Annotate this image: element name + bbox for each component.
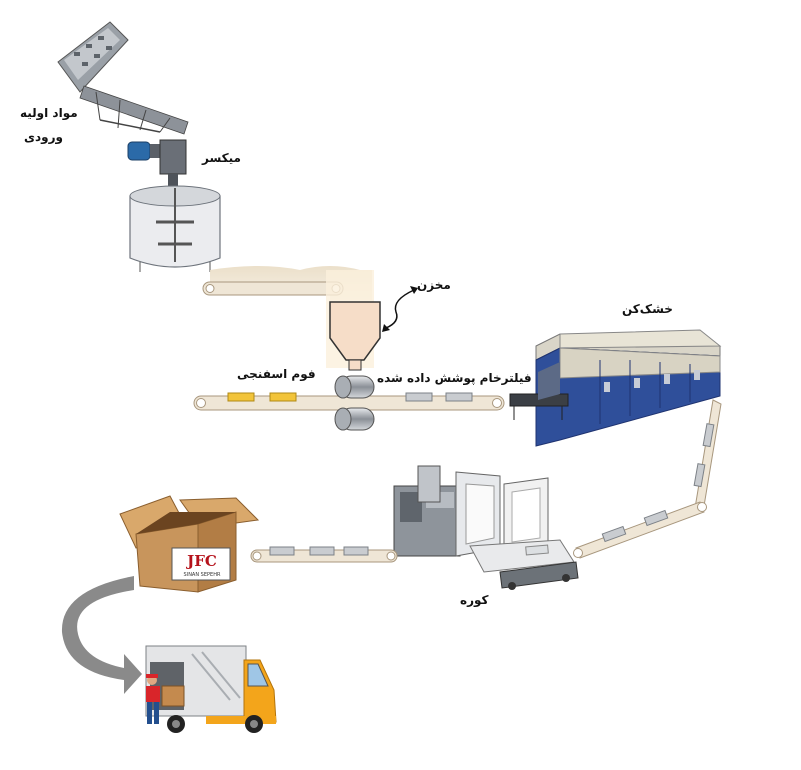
coated-filter-blocks: [405, 392, 473, 402]
dryer-label: خشک‌کن: [622, 302, 673, 316]
raw-material-label-line2: ورودی: [24, 130, 63, 144]
dryer-icon: [509, 329, 722, 447]
mixer-icon: [127, 139, 221, 272]
kiln-feed-conveyor: [573, 501, 707, 559]
coated-raw-filter-label: فیلترخام پوشش داده شده: [377, 371, 532, 385]
hopper-icon: [326, 270, 381, 371]
lower-conveyor: [250, 546, 398, 563]
feeder-icon: [57, 21, 189, 135]
logo-subtext: SINAN SEPEHR: [184, 572, 221, 578]
worker-icon: [146, 674, 185, 724]
kiln-icon: [393, 465, 579, 590]
box-icon: [119, 495, 260, 593]
logo-text: JFC: [185, 552, 217, 570]
rollers-icon: [334, 375, 375, 431]
hopper-pointer-arrow: [385, 289, 415, 329]
kiln-label: کوره: [460, 593, 489, 607]
truck-icon: [145, 645, 277, 733]
upper-conveyor: [202, 281, 344, 296]
mixer-label: میکسر: [202, 151, 241, 165]
brand-logo: [171, 547, 231, 581]
hopper-label: مخزن: [417, 278, 451, 292]
raw-material-label-line1: مواد اولیه: [20, 106, 78, 120]
sponge-foam-label: فوم اسفنجی: [237, 367, 316, 381]
curved-arrow-icon: [61, 576, 142, 694]
dryer-exit-conveyor: [693, 399, 722, 513]
sponge-foam-blocks: [227, 392, 297, 402]
